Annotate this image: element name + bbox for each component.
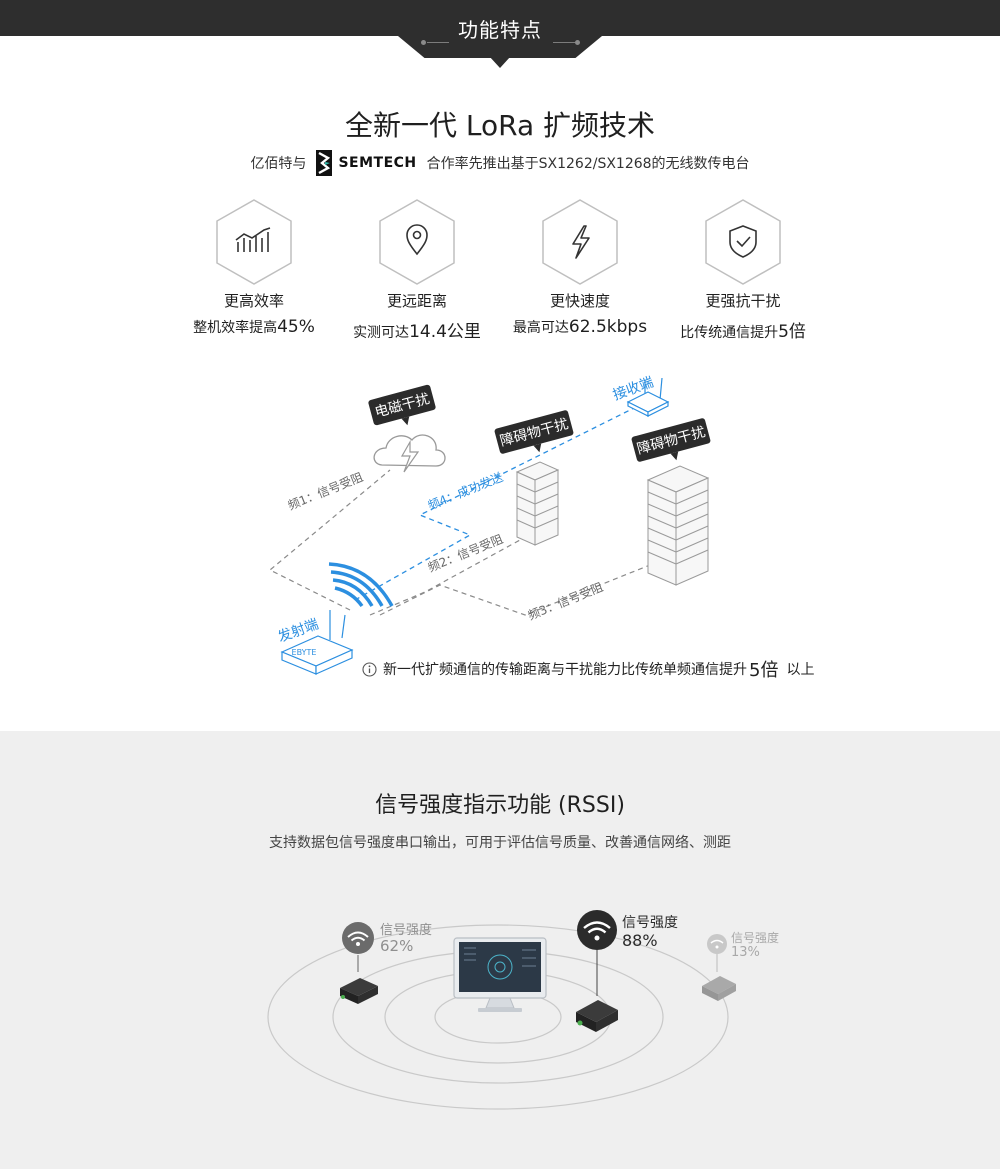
feature-title: 更高效率 bbox=[223, 292, 284, 310]
lora-title: 全新一代 LoRa 扩频技术 bbox=[344, 109, 656, 142]
semtech-logo: SEMTECH bbox=[316, 150, 416, 176]
partner-prefix: 亿佰特与 bbox=[250, 156, 307, 172]
rssi-node-value: 62% bbox=[380, 937, 413, 955]
feature-title: 更远距离 bbox=[386, 292, 447, 310]
obstacle-bubble-2: 障碍物干扰 bbox=[631, 418, 711, 462]
banner-decoration bbox=[553, 42, 575, 43]
semtech-logo-text: SEMTECH bbox=[338, 155, 417, 171]
feature-speed: 更快速度 最高可达62.5kbps bbox=[500, 198, 660, 337]
banner-decoration bbox=[421, 40, 426, 45]
feature-title: 更快速度 bbox=[549, 292, 610, 310]
diagram-note: 新一代扩频通信的传输距离与干扰能力比传统单频通信提升 5倍 以上 bbox=[362, 656, 814, 682]
note-text: 新一代扩频通信的传输距离与干扰能力比传统单频通信提升 bbox=[383, 662, 747, 678]
banner-notch bbox=[489, 56, 511, 68]
feature-distance: 更远距离 实测可达14.4公里 bbox=[337, 198, 497, 342]
rssi-node-value: 88% bbox=[622, 931, 658, 950]
feature-desc: 实测可达14.4公里 bbox=[353, 322, 481, 342]
range-ring bbox=[267, 924, 729, 1110]
wifi-icon bbox=[707, 934, 727, 954]
freq1-label: 频1：信号受阻 bbox=[286, 470, 365, 513]
rssi-node-label: 信号强度 bbox=[622, 915, 678, 931]
cloud-icon bbox=[373, 434, 446, 473]
rf-module-icon bbox=[702, 976, 736, 1001]
rssi-node-value: 13% bbox=[731, 945, 760, 960]
partner-row: 亿佰特与 SEMTECH 合作率先推出基于SX1262/SX1268的无线数传电… bbox=[0, 148, 1000, 178]
receiver-device-icon bbox=[626, 377, 670, 417]
path-freq3 bbox=[379, 564, 651, 616]
spread-spectrum-diagram: 电磁干扰 障碍物干扰 障碍物干扰 接收端 bbox=[268, 373, 711, 675]
rf-module-icon bbox=[576, 1000, 618, 1032]
wifi-icon bbox=[342, 922, 374, 954]
monitor-icon bbox=[453, 937, 547, 1012]
device-brand-label: EBYTE bbox=[292, 648, 317, 657]
em-interference-bubble: 电磁干扰 bbox=[368, 384, 436, 426]
server-stack-icon bbox=[646, 465, 710, 586]
rssi-subtitle: 支持数据包信号强度串口输出，可用于评估信号质量、改善通信网络、测距 bbox=[269, 835, 731, 851]
note-suffix: 以上 bbox=[786, 662, 815, 678]
transmitter-device-icon bbox=[280, 610, 354, 675]
rssi-node-label: 信号强度 bbox=[731, 930, 779, 945]
server-stack-icon bbox=[515, 461, 560, 546]
lightning-icon bbox=[542, 199, 618, 285]
rf-module-icon bbox=[340, 978, 378, 1004]
path-freq4 bbox=[354, 404, 641, 601]
banner-decoration bbox=[575, 40, 580, 45]
shield-check-icon bbox=[705, 199, 781, 285]
feature-desc: 最高可达62.5kbps bbox=[512, 317, 648, 337]
signal-bars-icon bbox=[216, 199, 292, 285]
path-freq2 bbox=[369, 539, 521, 616]
feature-desc: 比传统通信提升5倍 bbox=[680, 322, 806, 342]
freq3-label: 频3：信号受阻 bbox=[526, 580, 605, 623]
semtech-mark-icon bbox=[316, 150, 333, 176]
partner-suffix: 合作率先推出基于SX1262/SX1268的无线数传电台 bbox=[426, 156, 750, 172]
location-pin-icon bbox=[379, 199, 455, 285]
info-icon bbox=[362, 661, 377, 677]
feature-desc: 整机效率提高45% bbox=[193, 317, 315, 337]
banner-tab bbox=[398, 0, 602, 58]
wireless-waves-icon bbox=[328, 562, 394, 608]
banner-decoration bbox=[427, 42, 449, 43]
freq4-label: 频4：成功发送 bbox=[426, 469, 505, 513]
rssi-title: 信号强度指示功能 (RSSI) bbox=[375, 793, 625, 818]
rssi-diagram: 信号强度 62% 信号强度 88% 信号强度 13% bbox=[267, 910, 779, 1110]
feature-title: 更强抗干扰 bbox=[705, 292, 781, 310]
feature-anti-interference: 更强抗干扰 比传统通信提升5倍 bbox=[663, 198, 823, 342]
wifi-icon bbox=[577, 910, 617, 950]
banner-title: 功能特点 bbox=[458, 18, 542, 42]
note-value: 5倍 bbox=[749, 660, 779, 681]
feature-efficiency: 更高效率 整机效率提高45% bbox=[174, 198, 334, 337]
path-freq1 bbox=[268, 469, 391, 611]
obstacle-bubble-1: 障碍物干扰 bbox=[494, 410, 574, 454]
rssi-node-label: 信号强度 bbox=[380, 922, 432, 938]
